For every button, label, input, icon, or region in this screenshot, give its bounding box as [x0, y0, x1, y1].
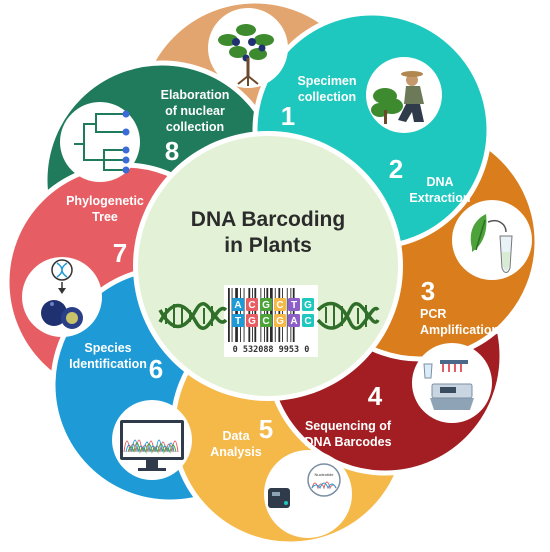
step-8-number: 8 [165, 136, 179, 166]
step-7-label-2: Tree [92, 210, 118, 224]
step-5: Data Analysis 5 [112, 400, 273, 480]
sequence-base-box [288, 314, 300, 327]
sequence-base: G [304, 300, 312, 311]
chromatogram-monitor-icon [112, 400, 192, 480]
step-1-label-2: collection [298, 90, 356, 104]
dna-helix-right [316, 301, 380, 330]
sequence-base: G [248, 316, 256, 327]
sequence-base: C [262, 316, 269, 327]
sequence-base: C [304, 316, 311, 327]
dna-helix-left-rungs [165, 304, 213, 328]
barcode-bar [228, 288, 230, 342]
step-3-label: PCR [420, 307, 446, 321]
center-title-line2: in Plants [224, 234, 312, 257]
sequence-base-box [302, 314, 314, 327]
sequence-base: A [290, 316, 297, 327]
sequence-base-box [302, 298, 314, 311]
step-5-label-2: Analysis [210, 445, 261, 459]
step-2-label-2: Extraction [409, 191, 470, 205]
step-2-number: 2 [389, 154, 403, 184]
sequence-base-box [274, 298, 286, 311]
step-7-label: Phylogenetic [66, 194, 144, 208]
dna-berries-icon [22, 257, 102, 337]
sequence-base: C [276, 300, 283, 311]
phylogenetic-tree-icon [60, 102, 140, 182]
step-3: PCR Amplification 3 [412, 276, 499, 423]
step-1: Specimen collection 1 [281, 57, 442, 133]
step-2: DNA Extraction 2 [389, 154, 532, 280]
step-3-label-2: Amplification [420, 323, 499, 337]
sequence-base: T [291, 300, 297, 311]
sequence-base: T [235, 316, 241, 327]
sequence-base: G [262, 300, 270, 311]
center-circle-fill [138, 136, 398, 396]
step-6: Species Identification 6 [22, 257, 163, 384]
step-6-number: 6 [149, 354, 163, 384]
step-8-label-2: of nuclear [165, 104, 225, 118]
gardener-icon [366, 57, 442, 133]
sequence-base-box [260, 314, 272, 327]
sequence-base: G [276, 316, 284, 327]
dna-helix-right-rungs [325, 304, 367, 328]
step-3-number: 3 [421, 276, 435, 306]
step-8: Elaboration of nuclear collection 8 [161, 8, 288, 166]
step-1-label: Specimen [297, 74, 356, 88]
step-7-number: 7 [113, 238, 127, 268]
sequence-base-box [246, 314, 258, 327]
step-8-label-3: collection [166, 120, 224, 134]
step-4-label-2: DNA Barcodes [304, 435, 391, 449]
step-2-label: DNA [426, 175, 453, 189]
svg-text:Nucleotide: Nucleotide [315, 472, 335, 477]
sequence-base-box [260, 298, 272, 311]
sequence-base-box [288, 298, 300, 311]
step-4-label: Sequencing of [305, 419, 392, 433]
step-4: Sequencing of DNA Barcodes 4 Nucleotide [264, 381, 392, 538]
sequence-base-box [274, 314, 286, 327]
sequence-base-box [246, 298, 258, 311]
barcode-bar [243, 288, 245, 342]
step-6-label: Species [84, 341, 131, 355]
step-8-label: Elaboration [161, 88, 230, 102]
step-4-number: 4 [368, 381, 383, 411]
step-5-label: Data [222, 429, 250, 443]
step-5-number: 5 [259, 414, 273, 444]
pcr-machine-icon [412, 343, 492, 423]
sequence-base: A [234, 300, 241, 311]
sequence-base-box [232, 298, 244, 311]
step-1-number: 1 [281, 101, 295, 131]
barcode-bar [231, 288, 233, 342]
barcode-number: 0 532088 9953 0 [233, 345, 310, 355]
sequence-base: C [248, 300, 255, 311]
center-title-line1: DNA Barcoding [191, 208, 345, 231]
step-6-label-2: Identification [69, 357, 147, 371]
blueberry-plant-icon [208, 8, 288, 88]
sequencer-icon: Nucleotide [264, 450, 352, 538]
sequence-base-box [232, 314, 244, 327]
dna-helix-left [158, 301, 228, 330]
step-7: Phylogenetic Tree 7 [60, 102, 144, 268]
leaf-tube-icon [452, 200, 532, 280]
barcode-bar [286, 288, 288, 342]
